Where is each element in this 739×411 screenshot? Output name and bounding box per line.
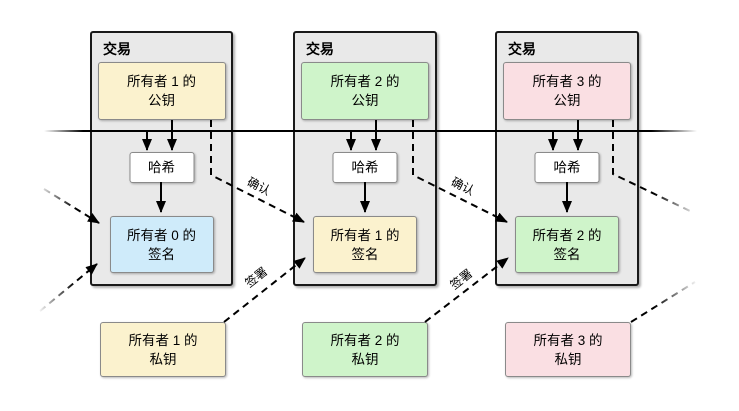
transaction-title: 交易: [306, 41, 334, 57]
public-key-text: 公钥: [553, 93, 581, 108]
public-key-text: 所有者 1 的: [126, 74, 196, 89]
sign-label-2: 签署: [447, 266, 476, 293]
private-key-box-2: 所有者 2 的 私钥: [302, 322, 428, 377]
signature-text: 所有者 2 的: [532, 227, 602, 243]
private-key-box-3: 所有者 3 的 私钥: [505, 322, 631, 377]
verify-label-1: 确认: [244, 174, 273, 199]
private-key-text: 私钥: [554, 351, 582, 367]
public-key-text: 所有者 2 的: [330, 74, 400, 89]
public-key-text: 公钥: [148, 93, 175, 108]
signature-text: 签名: [351, 246, 379, 262]
signature-text: 签名: [148, 246, 175, 262]
private-key-box-1: 所有者 1 的 私钥: [100, 322, 226, 377]
hash-box-2: 哈希: [332, 152, 398, 183]
private-key-text: 所有者 2 的: [330, 332, 400, 348]
hash-text: 哈希: [351, 160, 379, 175]
hash-text: 哈希: [553, 160, 581, 175]
signature-box-1: 所有者 0 的 签名: [109, 216, 214, 273]
signature-box-2: 所有者 1 的 签名: [313, 216, 417, 273]
private-key-text: 所有者 3 的: [533, 332, 603, 348]
transaction-title: 交易: [508, 41, 536, 57]
sign-line-out-right: [630, 281, 696, 323]
public-key-box-3: 所有者 3 的 公钥: [503, 62, 631, 120]
private-key-text: 私钥: [149, 351, 177, 367]
sign-arrow-in-left: [39, 263, 98, 312]
hash-box-3: 哈希: [534, 152, 600, 183]
transaction-box-3: 交易 所有者 3 的 公钥 哈希 所有者 2 的 签名: [495, 31, 639, 286]
public-key-box-1: 所有者 1 的 公钥: [97, 62, 226, 120]
transaction-title: 交易: [103, 41, 131, 57]
public-key-text: 所有者 3 的: [532, 74, 602, 89]
signature-text: 所有者 0 的: [126, 227, 196, 243]
transaction-box-1: 交易 所有者 1 的 公钥 哈希 所有者 0 的 签名: [90, 31, 233, 286]
signature-text: 所有者 1 的: [330, 227, 400, 243]
verify-label-2: 确认: [448, 174, 477, 199]
public-key-box-2: 所有者 2 的 公钥: [301, 62, 429, 120]
signature-box-3: 所有者 2 的 签名: [515, 216, 619, 273]
private-key-text: 私钥: [351, 351, 379, 367]
transaction-box-2: 交易 所有者 2 的 公钥 哈希 所有者 1 的 签名: [293, 31, 437, 286]
sign-label-1: 签署: [242, 264, 271, 291]
signature-text: 签名: [553, 246, 581, 262]
hash-text: 哈希: [148, 160, 175, 175]
public-key-text: 公钥: [351, 93, 379, 108]
hash-box-1: 哈希: [129, 152, 194, 183]
private-key-text: 所有者 1 的: [128, 332, 198, 348]
